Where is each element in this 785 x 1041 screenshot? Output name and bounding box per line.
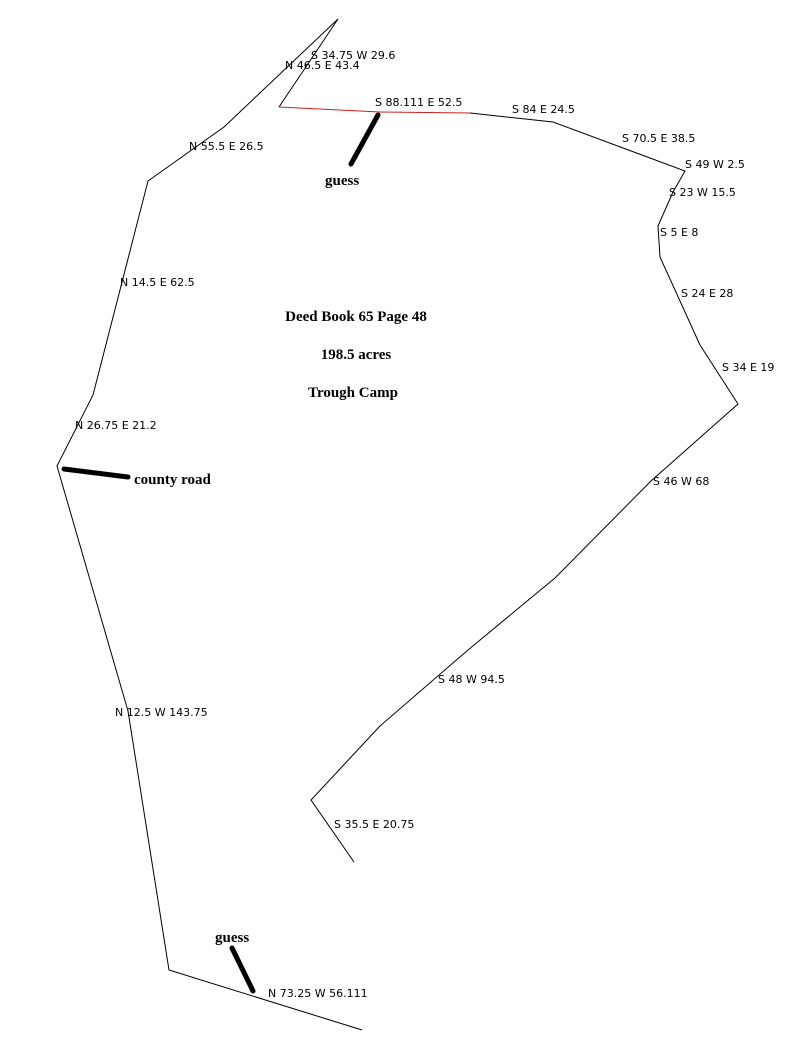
county-road-label: county road xyxy=(134,472,211,488)
call-label: S 84 E 24.5 xyxy=(512,103,575,116)
call-label: N 73.25 W 56.111 xyxy=(268,987,368,1000)
call-label: S 23 W 15.5 xyxy=(669,186,736,199)
call-label: N 46.5 E 43.4 xyxy=(285,59,360,72)
call-label: N 26.75 E 21.2 xyxy=(75,419,157,432)
call-label: S 48 W 94.5 xyxy=(438,673,505,686)
call-label: S 34.75 W 29.6 xyxy=(311,49,395,62)
acreage-label: 198.5 acres xyxy=(321,347,392,363)
tract-name: Trough Camp xyxy=(308,385,398,401)
call-label: S 70.5 E 38.5 xyxy=(622,132,695,145)
call-label: N 14.5 E 62.5 xyxy=(120,276,195,289)
call-label: S 5 E 8 xyxy=(660,226,698,239)
guess-label-top: guess xyxy=(325,173,359,189)
boundary-line-east xyxy=(310,112,739,863)
guess-marker-bottom xyxy=(229,945,256,994)
deed-reference: Deed Book 65 Page 48 xyxy=(285,309,427,325)
guess-marker-top xyxy=(348,112,381,167)
call-label: S 34 E 19 xyxy=(722,361,774,374)
call-label: S 46 W 68 xyxy=(653,475,709,488)
call-label: S 24 E 28 xyxy=(681,287,733,300)
call-label: S 49 W 2.5 xyxy=(685,158,745,171)
call-label: S 88.111 E 52.5 xyxy=(375,96,462,109)
county-road-marker xyxy=(61,466,131,480)
guess-label-bottom: guess xyxy=(215,930,249,946)
boundary-line-west xyxy=(56,18,363,1031)
call-label: N 55.5 E 26.5 xyxy=(189,140,264,153)
call-label: N 12.5 W 143.75 xyxy=(115,706,208,719)
boundary-line-guessed xyxy=(278,106,471,114)
call-label: S 35.5 E 20.75 xyxy=(334,818,414,831)
